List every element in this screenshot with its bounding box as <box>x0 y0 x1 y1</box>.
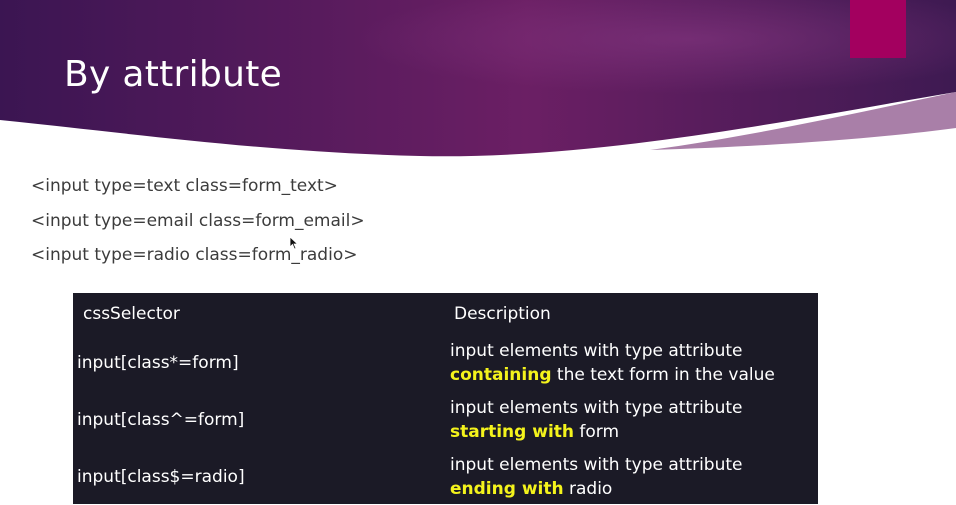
row-starts-rest: form <box>574 422 620 442</box>
header-description: Description <box>454 304 551 324</box>
row-starts-selector: input[class^=form] <box>77 410 245 430</box>
row-contains-line1: input elements with type attribute <box>450 341 743 361</box>
title-banner <box>0 0 956 157</box>
row-contains-description: input elements with type attribute conta… <box>450 339 775 387</box>
row-ends-highlight: ending with <box>450 479 564 499</box>
row-starts-line1: input elements with type attribute <box>450 398 743 418</box>
row-contains-highlight: containing <box>450 365 552 385</box>
row-contains-selector: input[class*=form] <box>77 353 239 373</box>
row-ends-description: input elements with type attribute endin… <box>450 453 743 501</box>
code-line-radio: <input type=radio class=form_radio> <box>31 245 358 265</box>
row-contains-rest: the text form in the value <box>551 365 775 385</box>
code-line-email: <input type=email class=form_email> <box>31 211 365 231</box>
slide-title: By attribute <box>64 54 283 95</box>
row-ends-selector: input[class$=radio] <box>77 467 245 487</box>
code-line-text: <input type=text class=form_text> <box>31 176 338 196</box>
mouse-cursor-icon <box>289 236 299 250</box>
accent-square <box>850 0 906 58</box>
header-selector: cssSelector <box>83 304 180 324</box>
selector-table: cssSelector Description input[class*=for… <box>73 293 818 504</box>
row-starts-description: input elements with type attribute start… <box>450 396 743 444</box>
row-ends-rest: radio <box>563 479 613 499</box>
row-starts-highlight: starting with <box>450 422 575 442</box>
row-ends-line1: input elements with type attribute <box>450 455 743 475</box>
